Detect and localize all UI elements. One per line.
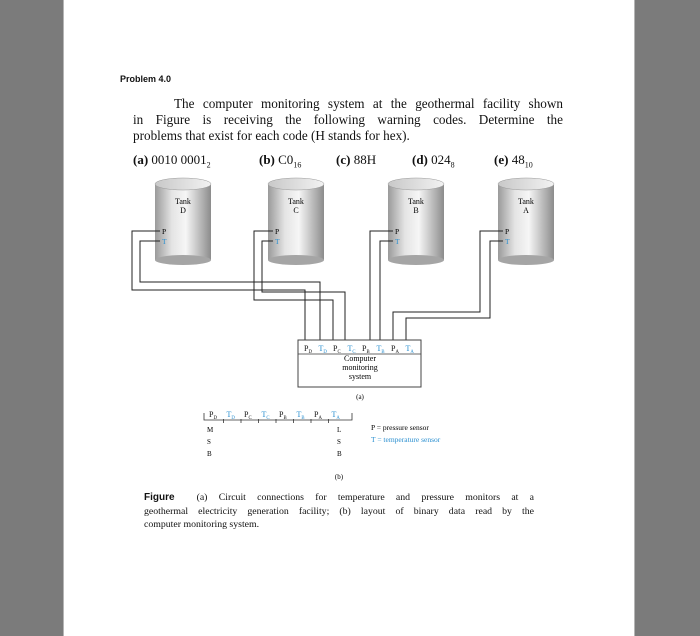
tank-c: Tank C P T: [267, 177, 325, 265]
tank-a-word: Tank: [518, 197, 534, 206]
bit-labels-box: PD TD PC TC PB TB PA TA: [304, 344, 414, 355]
box-bit-p-a: PA: [391, 344, 399, 355]
computer-label-line-1: Computer: [344, 354, 376, 363]
layout-bit-p-d: PD: [209, 410, 217, 421]
layout-bit-p-c: PC: [244, 410, 252, 421]
msb-b: B: [207, 450, 212, 458]
layout-bit-t-d: TD: [227, 410, 236, 421]
problem-text-line-2: in Figure is receiving the following war…: [133, 112, 563, 127]
tank-d-letter: D: [180, 206, 186, 215]
warning-code-e: (e) 4810: [494, 152, 533, 170]
tank-d-pressure-label: P: [162, 227, 166, 236]
lsb-l: L: [337, 426, 341, 434]
layout-bit-p-b: PB: [279, 410, 287, 421]
tank-b-temperature-label: T: [395, 237, 400, 246]
computer-monitoring-box: [297, 339, 422, 388]
computer-label-line-2: monitoring: [342, 363, 378, 372]
problem-heading: Problem 4.0: [120, 74, 172, 84]
tank-c-temperature-label: T: [275, 237, 280, 246]
tank-b-word: Tank: [408, 197, 424, 206]
tank-a-letter: A: [523, 206, 529, 215]
box-bit-t-a: TA: [406, 344, 415, 355]
layout-bit-t-c: TC: [262, 410, 270, 421]
page-left-edge: [63, 0, 64, 636]
box-bit-t-c: TC: [348, 344, 356, 355]
binary-layout: [203, 413, 353, 421]
tank-c-pressure-label: P: [275, 227, 279, 236]
box-bit-t-d: TD: [319, 344, 328, 355]
tank-c-word: Tank: [288, 197, 304, 206]
caption-line-1: Figure(a) Circuit connections for temper…: [144, 492, 534, 503]
lsb-b: B: [337, 450, 342, 458]
box-bit-p-c: PC: [333, 344, 341, 355]
page-right-edge: [634, 0, 635, 636]
tank-d: Tank D P T: [154, 177, 212, 265]
caption-line-2: geothermal electricity generation facili…: [144, 506, 534, 517]
sensor-wires: [131, 230, 503, 340]
caption-figure-word: Figure: [144, 492, 175, 503]
tank-d-word: Tank: [175, 197, 191, 206]
legend-pressure: P = pressure sensor: [371, 423, 429, 432]
tank-a-pressure-label: P: [505, 227, 509, 236]
warning-code-a: (a) 0010 00012: [133, 152, 211, 170]
warning-code-c: (c) 88H: [336, 152, 377, 167]
document-page: [63, 0, 635, 636]
box-bit-t-b: TB: [377, 344, 385, 355]
computer-label-line-3: system: [349, 372, 372, 381]
layout-bit-t-a: TA: [332, 410, 341, 421]
box-bit-p-b: PB: [362, 344, 370, 355]
tank-d-temperature-label: T: [162, 237, 167, 246]
lsb-s: S: [337, 438, 341, 446]
tank-c-letter: C: [293, 206, 298, 215]
label-b: (b): [335, 473, 344, 481]
tank-b: Tank B P T: [387, 177, 445, 265]
problem-text-line-1: The computer monitoring system at the ge…: [174, 96, 563, 111]
tank-a-temperature-label: T: [505, 237, 510, 246]
warning-code-b: (b) C016: [259, 152, 302, 170]
legend-temperature: T = temperature sensor: [371, 435, 441, 444]
tank-b-letter: B: [413, 206, 418, 215]
msb-s: S: [207, 438, 211, 446]
layout-bit-t-b: TB: [297, 410, 305, 421]
box-bit-p-d: PD: [304, 344, 312, 355]
layout-bit-p-a: PA: [314, 410, 322, 421]
msb-m: M: [207, 426, 214, 434]
tank-b-pressure-label: P: [395, 227, 399, 236]
problem-text-line-3: problems that exist for each code (H sta…: [133, 128, 410, 143]
warning-code-d: (d) 0248: [412, 152, 455, 170]
tank-a: Tank A P T: [497, 177, 555, 265]
caption-line-3: computer monitoring system.: [144, 519, 260, 530]
bit-labels-layout: PD TD PC TC PB TB PA TA: [209, 410, 340, 423]
label-a: (a): [356, 393, 364, 401]
